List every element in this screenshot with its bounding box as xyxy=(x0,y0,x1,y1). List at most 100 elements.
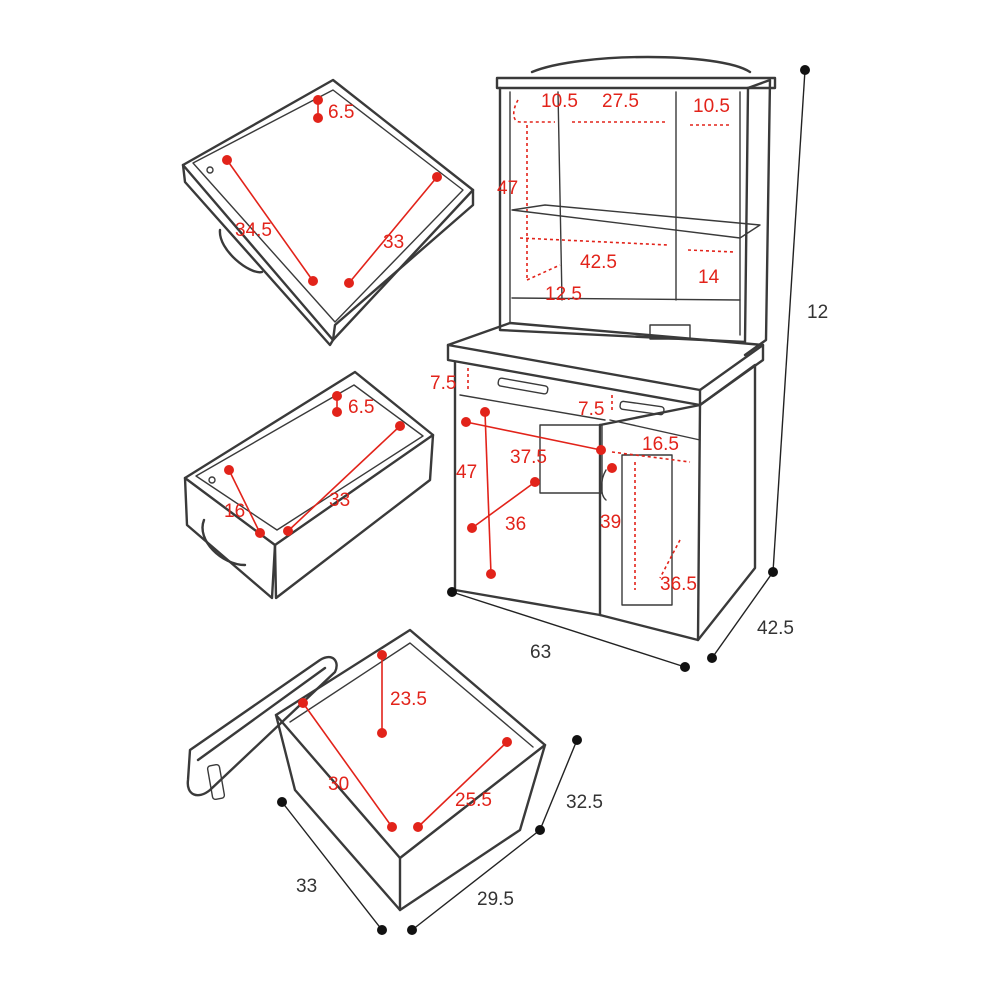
overall-height-label: 12 xyxy=(807,302,828,323)
drawer-middle-width-label: 16 xyxy=(224,501,245,522)
cabinet-height-label: 39 xyxy=(600,512,621,533)
desk-knee-height-label: 47 xyxy=(456,462,477,483)
hutch-shelf-width xyxy=(519,237,669,246)
overall-dot xyxy=(768,567,778,577)
desk-dot xyxy=(607,463,617,473)
box-width-label: 30 xyxy=(328,774,349,795)
desk-knee-depth-label: 36 xyxy=(505,514,526,535)
hutch-shelf-depth-label: 14 xyxy=(698,267,720,288)
drawer-top-dot xyxy=(308,276,318,286)
drawer-top-dot xyxy=(313,95,323,105)
hutch-side xyxy=(743,78,772,357)
desk-dot xyxy=(486,569,496,579)
hutch-left-width xyxy=(512,99,555,123)
desk-side xyxy=(696,363,757,642)
box-outer-dot xyxy=(407,925,417,935)
hutch-height-label: 47 xyxy=(497,178,518,199)
overall-dot xyxy=(707,653,717,663)
overall-dot xyxy=(800,65,810,75)
box-outer-height-line xyxy=(539,739,578,831)
drawer-middle-depth-label: 6.5 xyxy=(348,397,374,418)
desk-right-depth-label: 16.5 xyxy=(642,434,679,455)
overall-dot xyxy=(680,662,690,672)
outlet-icon xyxy=(649,324,691,340)
storage-box-front xyxy=(274,713,402,912)
box-dot xyxy=(413,822,423,832)
box-outer-width-line xyxy=(281,801,383,931)
cabinet-inner-depth-line xyxy=(659,539,681,579)
hutch-left-width-label: 10.5 xyxy=(541,91,578,112)
drawer-top-dot xyxy=(313,113,323,123)
hutch-crown xyxy=(530,55,752,74)
drawer-middle-dot xyxy=(395,421,405,431)
inner-drawer xyxy=(539,424,603,494)
drawer-top-length-label: 33 xyxy=(383,232,404,253)
box-width-line xyxy=(302,702,393,828)
hutch-right-width-label: 10.5 xyxy=(693,96,730,117)
drawer-top-depth-label: 6.5 xyxy=(328,102,354,123)
box-dot xyxy=(387,822,397,832)
drawer-divider-right xyxy=(609,419,701,441)
box-dot xyxy=(377,650,387,660)
storage-box-lid-edge xyxy=(196,666,327,762)
drawer-middle-front xyxy=(183,476,277,600)
drawer-middle-side xyxy=(273,433,435,600)
drawer-middle-dot xyxy=(224,465,234,475)
drawer-middle-length-line xyxy=(287,425,401,532)
drawer-top-dot xyxy=(222,155,232,165)
desk-dot xyxy=(480,407,490,417)
drawer-middle: 6.5 16 33 xyxy=(183,370,435,600)
desk-drawer-left-height-label: 7.5 xyxy=(430,373,456,394)
mirror-bottom xyxy=(511,297,741,301)
desk-left-frame xyxy=(453,360,602,617)
drawer-middle-width-line xyxy=(228,469,261,534)
overall-dot xyxy=(447,587,457,597)
storage-box-side xyxy=(398,743,547,912)
drawer-middle-handle xyxy=(201,518,247,567)
cabinet-door xyxy=(621,454,673,606)
desk-knee-depth-line xyxy=(471,481,536,529)
hutch-shelf xyxy=(511,204,761,239)
box-dot xyxy=(377,728,387,738)
desk-dot xyxy=(596,445,606,455)
drawer-top-screw xyxy=(206,166,214,174)
box-height-label: 23.5 xyxy=(390,689,427,710)
box-outer-depth-label: 29.5 xyxy=(477,889,514,910)
hutch-shelf-width-label: 42.5 xyxy=(580,252,617,273)
box-depth-label: 25.5 xyxy=(455,790,492,811)
desk-dot xyxy=(530,477,540,487)
hutch-center-width-label: 27.5 xyxy=(602,91,639,112)
box-dot xyxy=(502,737,512,747)
storage-box-lid-handle xyxy=(206,763,226,801)
drawer-middle-length-label: 33 xyxy=(329,490,350,511)
box-outer-dot xyxy=(535,825,545,835)
drawer-top-dot xyxy=(432,172,442,182)
drawer-top-dot xyxy=(344,278,354,288)
hutch-body xyxy=(498,86,750,344)
desk-top xyxy=(446,321,765,392)
desk-knee-width-line xyxy=(465,421,602,451)
desk-top-side xyxy=(698,343,765,407)
overall-width-line xyxy=(451,591,686,668)
hutch-bottom-depth-label: 12.5 xyxy=(545,284,582,305)
drawer-top: 6.5 34.5 33 xyxy=(181,78,475,347)
hutch-top xyxy=(495,76,777,90)
overall-width-label: 63 xyxy=(530,642,551,663)
storage-box-lid xyxy=(186,655,338,797)
drawer-top-width-label: 34.5 xyxy=(235,220,272,241)
overall-height-line xyxy=(772,69,806,573)
storage-box: 23.5 30 25.5 32.5 33 29.5 xyxy=(186,628,603,935)
drawer-top-handle xyxy=(218,228,264,274)
desk-dot xyxy=(461,417,471,427)
cabinet-knob-icon xyxy=(600,469,607,501)
overall-depth-label: 42.5 xyxy=(757,618,794,639)
drawer-middle-dot xyxy=(255,528,265,538)
desk-top-edge xyxy=(446,343,702,407)
drawer-top-front xyxy=(181,163,335,347)
drawer-top-width-line xyxy=(226,159,314,282)
box-outer-width-label: 33 xyxy=(296,876,317,897)
desk-knee-width-label: 37.5 xyxy=(510,447,547,468)
desk-knee-height-line xyxy=(484,411,492,575)
drawer-top-length-line xyxy=(348,176,438,284)
